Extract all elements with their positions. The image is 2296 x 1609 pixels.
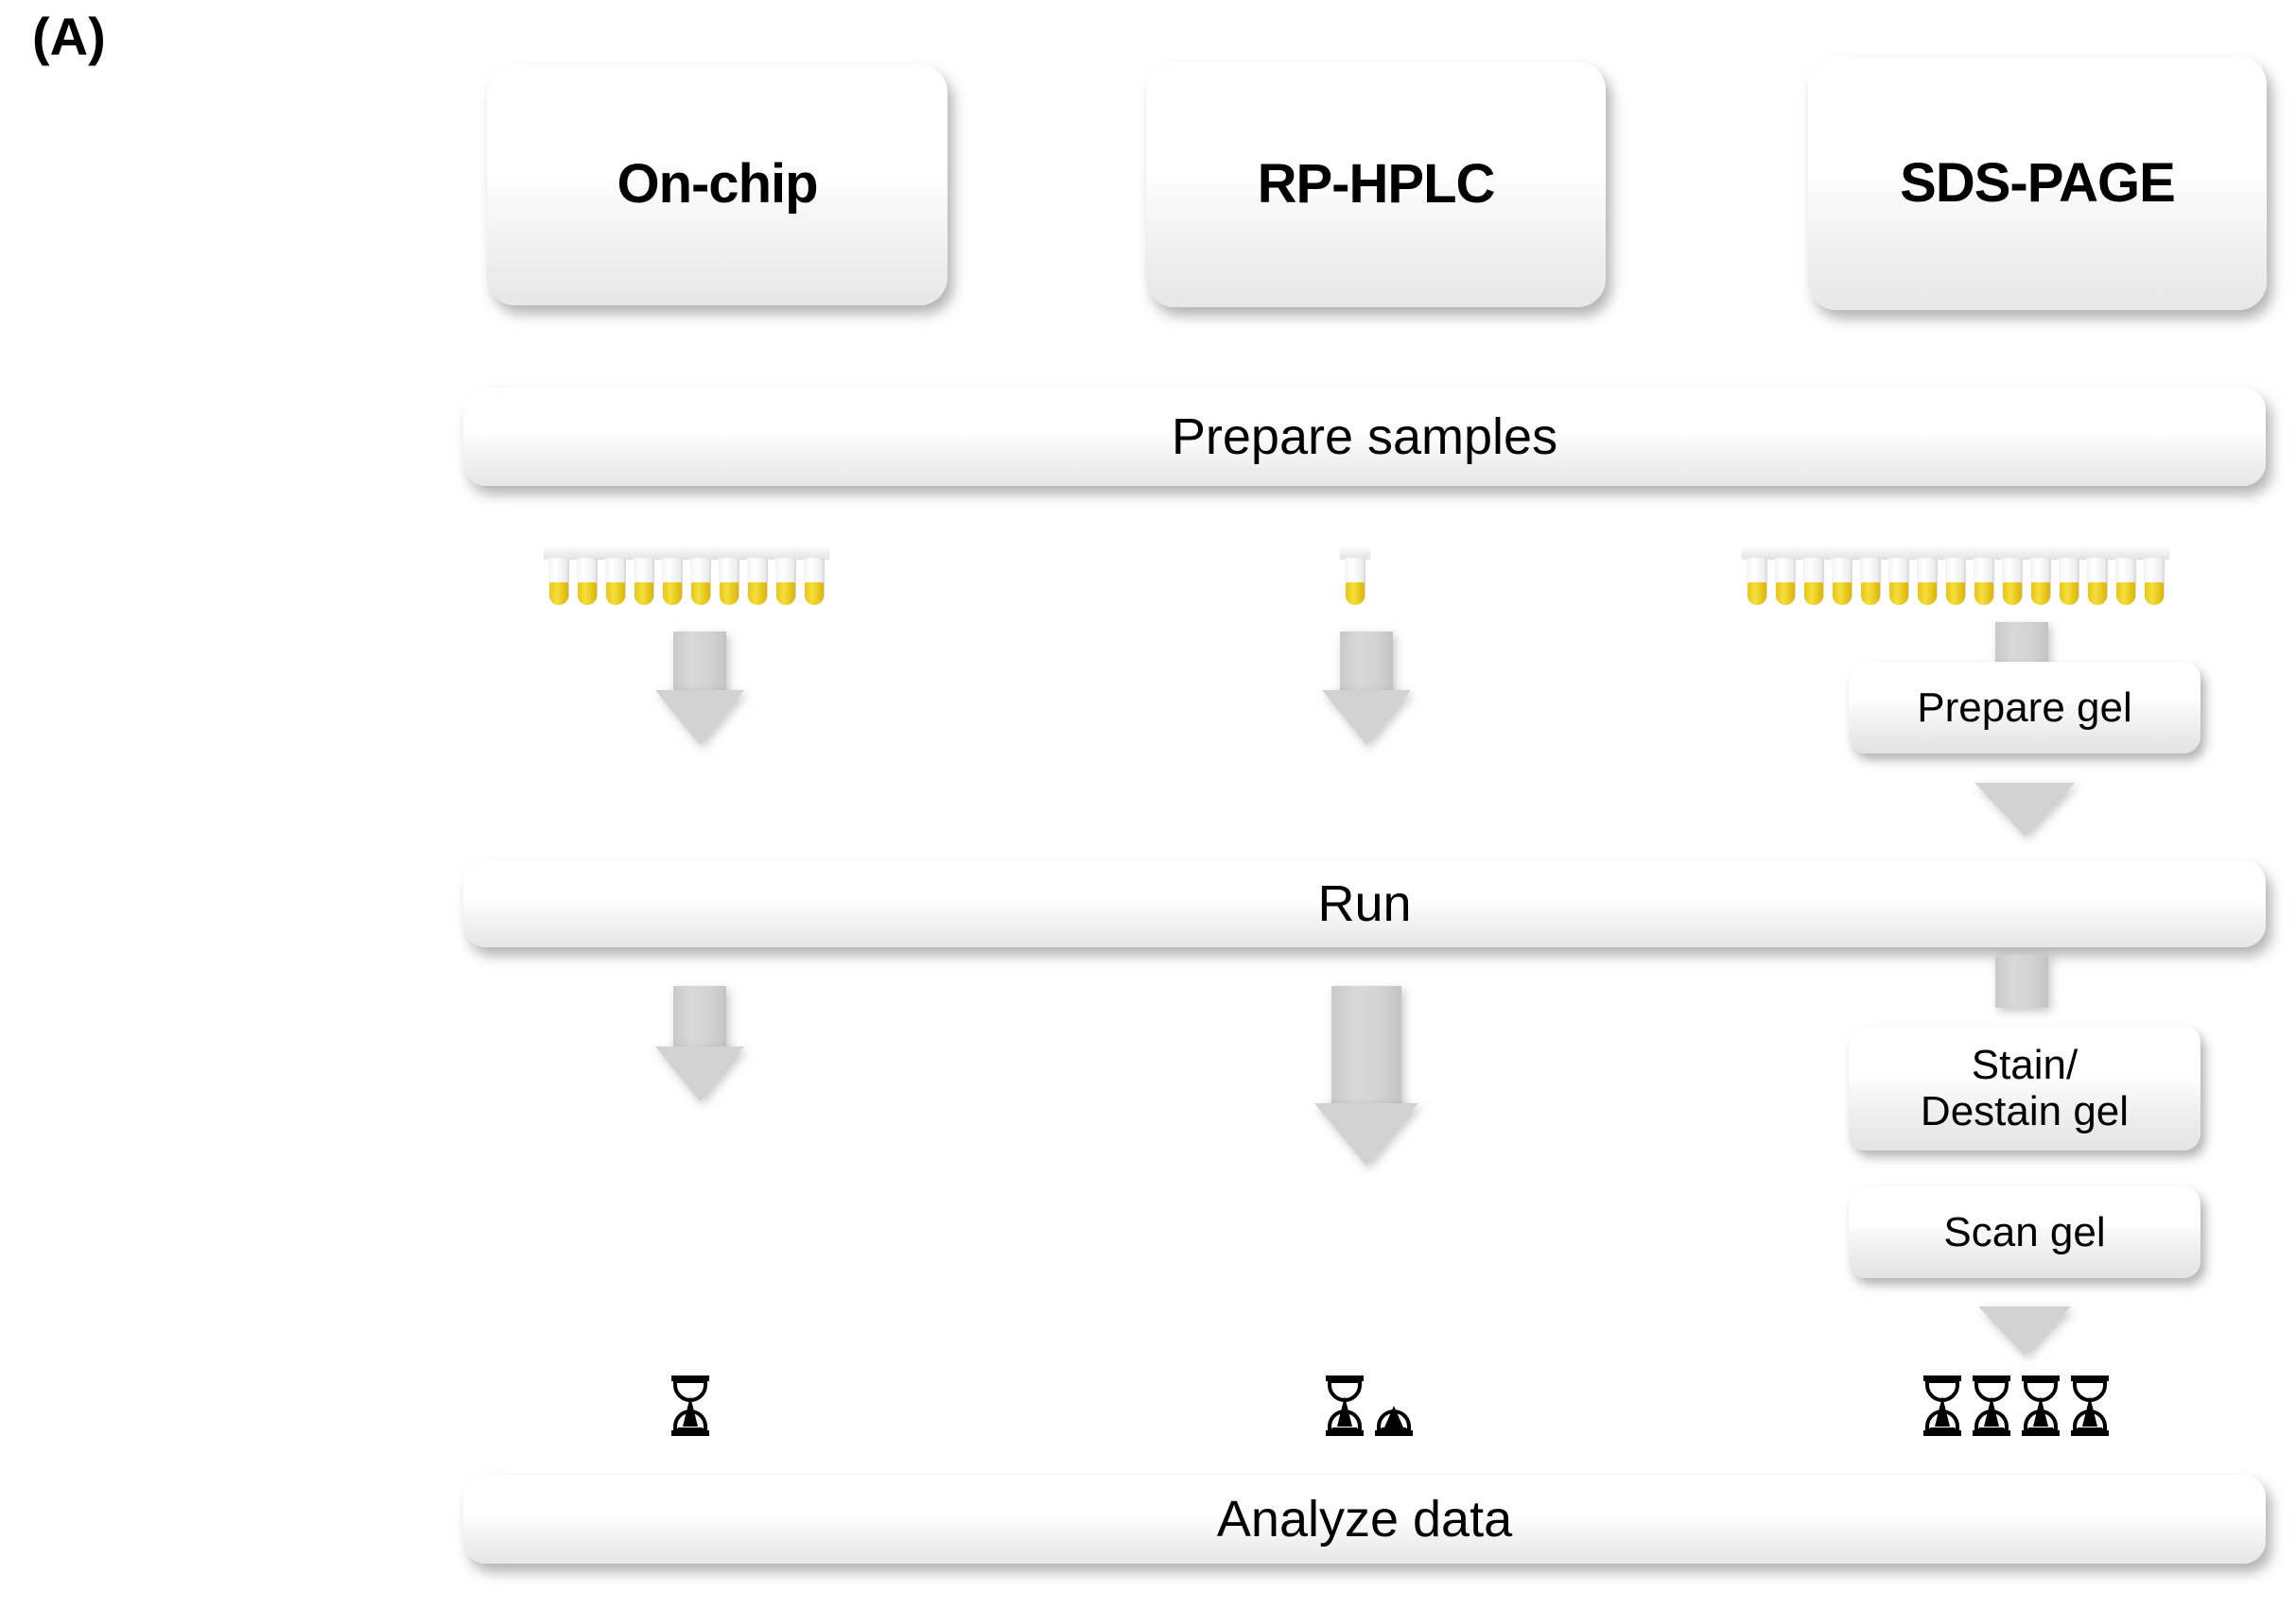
sample-tube-icon bbox=[686, 546, 716, 605]
sample-tube-icon bbox=[1912, 546, 1942, 605]
hourglass-icon bbox=[2069, 1375, 2111, 1436]
step-run[interactable]: Run bbox=[463, 860, 2266, 947]
sample-tube-row-rp-hplc bbox=[1340, 546, 1371, 605]
hourglass-icon bbox=[2020, 1375, 2061, 1436]
sample-tube-icon bbox=[1855, 546, 1886, 605]
step-label-run: Run bbox=[1317, 874, 1412, 932]
hourglass-icon bbox=[670, 1375, 711, 1436]
hourglass-row-rp-hplc bbox=[1324, 1375, 1422, 1436]
arrow-down-run-rp-hplc bbox=[1314, 986, 1418, 1170]
arrow-down-sds-tubes-to-prepare-gel bbox=[1989, 622, 2055, 666]
sample-tube-icon bbox=[2054, 546, 2084, 605]
panel-label: (A) bbox=[32, 7, 106, 66]
arrow-down-run-sds-page bbox=[1989, 955, 2055, 1012]
sample-tube-icon bbox=[1997, 546, 2027, 605]
sample-tube-icon bbox=[544, 546, 574, 605]
method-title-rp-hplc: RP-HPLC bbox=[1257, 152, 1496, 215]
hourglass-icon bbox=[1922, 1375, 1963, 1436]
step-prepare-gel[interactable]: Prepare gel bbox=[1849, 662, 2200, 753]
sample-tube-icon bbox=[1969, 546, 1999, 605]
step-prepare-samples[interactable]: Prepare samples bbox=[463, 388, 2266, 486]
sample-tube-icon bbox=[1884, 546, 1914, 605]
sample-tube-icon bbox=[1742, 546, 1772, 605]
step-stain-destain-gel[interactable]: Stain/ Destain gel bbox=[1849, 1026, 2200, 1151]
sample-tube-icon bbox=[657, 546, 687, 605]
method-box-sds-page[interactable]: SDS-PAGE bbox=[1808, 57, 2267, 310]
arrow-down-prepare-gel-to-run bbox=[1974, 783, 2075, 843]
sample-tube-icon bbox=[572, 546, 602, 605]
sample-tube-icon bbox=[1940, 546, 1971, 605]
hourglass-icon bbox=[1324, 1375, 1365, 1436]
hourglass-row-on-chip bbox=[670, 1375, 719, 1436]
method-box-rp-hplc[interactable]: RP-HPLC bbox=[1146, 61, 1606, 307]
sample-tube-icon bbox=[742, 546, 773, 605]
sample-tube-icon bbox=[2082, 546, 2113, 605]
method-title-on-chip: On-chip bbox=[617, 153, 818, 216]
step-analyze-data[interactable]: Analyze data bbox=[463, 1475, 2266, 1564]
arrow-down-scan-gel-to-hourglasses bbox=[1974, 1306, 2075, 1363]
sample-tube-icon bbox=[1827, 546, 1857, 605]
step-label-prepare-samples: Prepare samples bbox=[1171, 407, 1558, 465]
sample-tube-icon bbox=[799, 546, 829, 605]
method-box-on-chip[interactable]: On-chip bbox=[487, 64, 948, 305]
sample-tube-icon bbox=[1340, 546, 1370, 605]
sample-tube-icon bbox=[2111, 546, 2141, 605]
step-label-prepare-gel: Prepare gel bbox=[1917, 683, 2132, 731]
step-label-scan-gel: Scan gel bbox=[1943, 1208, 2106, 1255]
hourglass-icon bbox=[1971, 1375, 2012, 1436]
sample-tube-icon bbox=[600, 546, 631, 605]
sample-tube-icon bbox=[771, 546, 801, 605]
step-label-analyze-data: Analyze data bbox=[1216, 1490, 1513, 1548]
sample-tube-icon bbox=[2026, 546, 2056, 605]
sample-tube-row-on-chip bbox=[544, 546, 830, 605]
step-label-stain-destain-gel: Stain/ Destain gel bbox=[1920, 1041, 2130, 1134]
sample-tube-icon bbox=[1770, 546, 1800, 605]
sample-tube-icon bbox=[629, 546, 659, 605]
step-scan-gel[interactable]: Scan gel bbox=[1849, 1186, 2200, 1278]
arrow-down-on-chip-to-run bbox=[655, 631, 744, 745]
sample-tube-icon bbox=[2139, 546, 2169, 605]
arrow-down-rp-hplc-to-run bbox=[1322, 631, 1411, 745]
hourglass-half-icon bbox=[1373, 1400, 1415, 1436]
sample-tube-icon bbox=[714, 546, 744, 605]
sample-tube-row-sds-page bbox=[1742, 546, 2170, 605]
arrow-down-run-on-chip bbox=[655, 986, 744, 1105]
method-title-sds-page: SDS-PAGE bbox=[1900, 151, 2176, 214]
sample-tube-icon bbox=[1799, 546, 1829, 605]
hourglass-row-sds-page bbox=[1922, 1375, 2118, 1436]
